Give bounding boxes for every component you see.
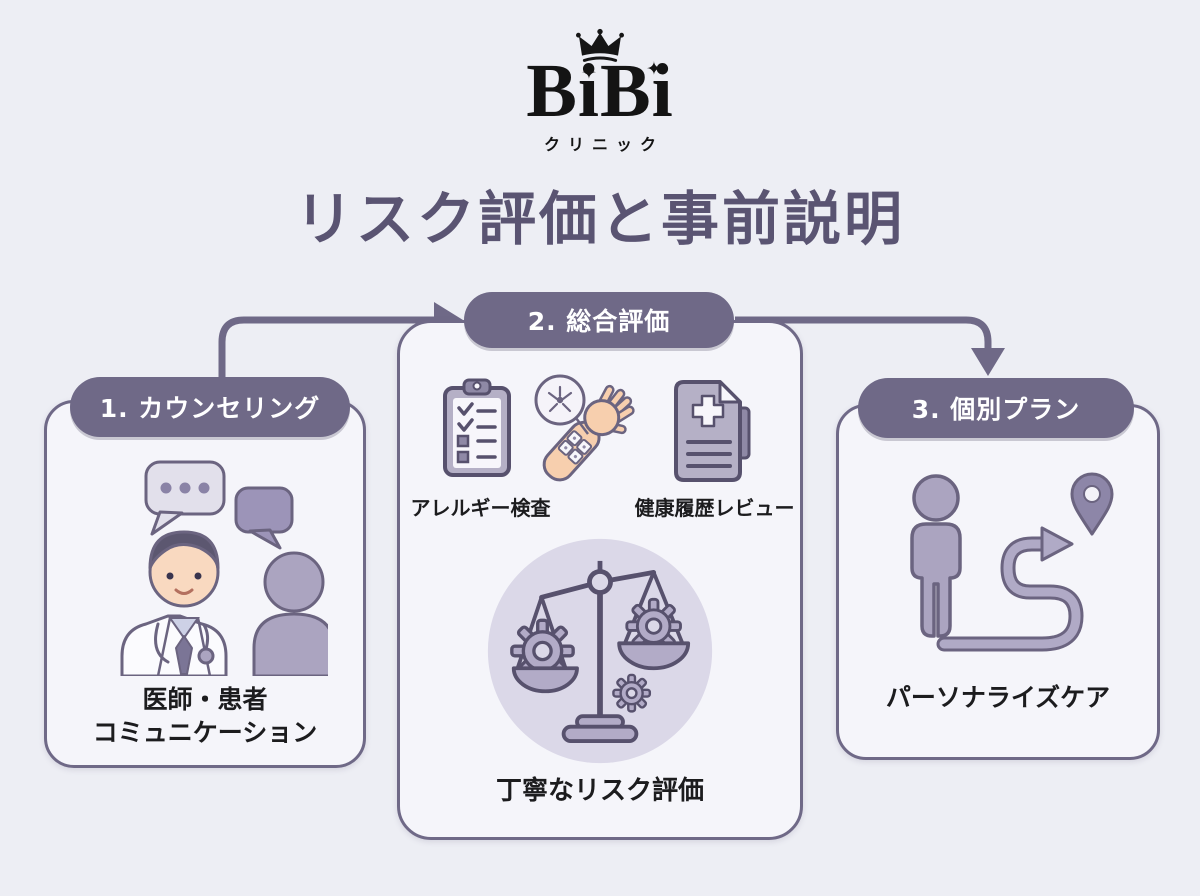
route-path-icon (936, 526, 1084, 652)
patient-figure (252, 551, 328, 676)
allergy-test-arm-icon (534, 374, 635, 482)
logo-subtitle: クリニック (543, 135, 664, 154)
step-3-pill: 3. 個別プラン (858, 378, 1134, 438)
doctor-patient-illustration (120, 460, 328, 676)
health-history-label: 健康履歴レビュー (634, 496, 795, 520)
page-title: リスク評価と事前説明 (294, 185, 905, 253)
caption-line-1: 医師・患者 (142, 685, 268, 714)
caption-line-2: コミュニケーション (92, 717, 318, 747)
person-route-pin-illustration (910, 472, 1114, 652)
clipboard-checklist-icon (443, 378, 511, 477)
balance-scale-gears-illustration (487, 538, 713, 764)
logo-wordmark: BiBi (526, 49, 674, 133)
speech-bubble-dark-icon (234, 486, 294, 550)
speech-bubble-light-icon (144, 460, 226, 536)
allergen-mite-icon (547, 385, 573, 413)
medical-document-icon (674, 380, 751, 482)
person-icon (910, 474, 962, 638)
clinic-logo: BiBi ✦ ✦ クリニック (0, 0, 1200, 160)
allergy-test-label: アレルギー検査 (410, 496, 551, 520)
sparkle-icon: ✦ (581, 62, 597, 84)
step-1-caption: 医師・患者 コミュニケーション (44, 684, 366, 749)
doctor-figure (120, 530, 228, 676)
step-2-pill: 2. 総合評価 (464, 292, 734, 348)
step-2-caption: 丁寧なリスク評価 (495, 776, 704, 806)
sparkle-icon: ✦ (646, 58, 662, 80)
step-3-caption: パーソナライズケア (885, 683, 1111, 712)
location-pin-icon (1070, 472, 1114, 536)
crown-icon (576, 28, 624, 62)
